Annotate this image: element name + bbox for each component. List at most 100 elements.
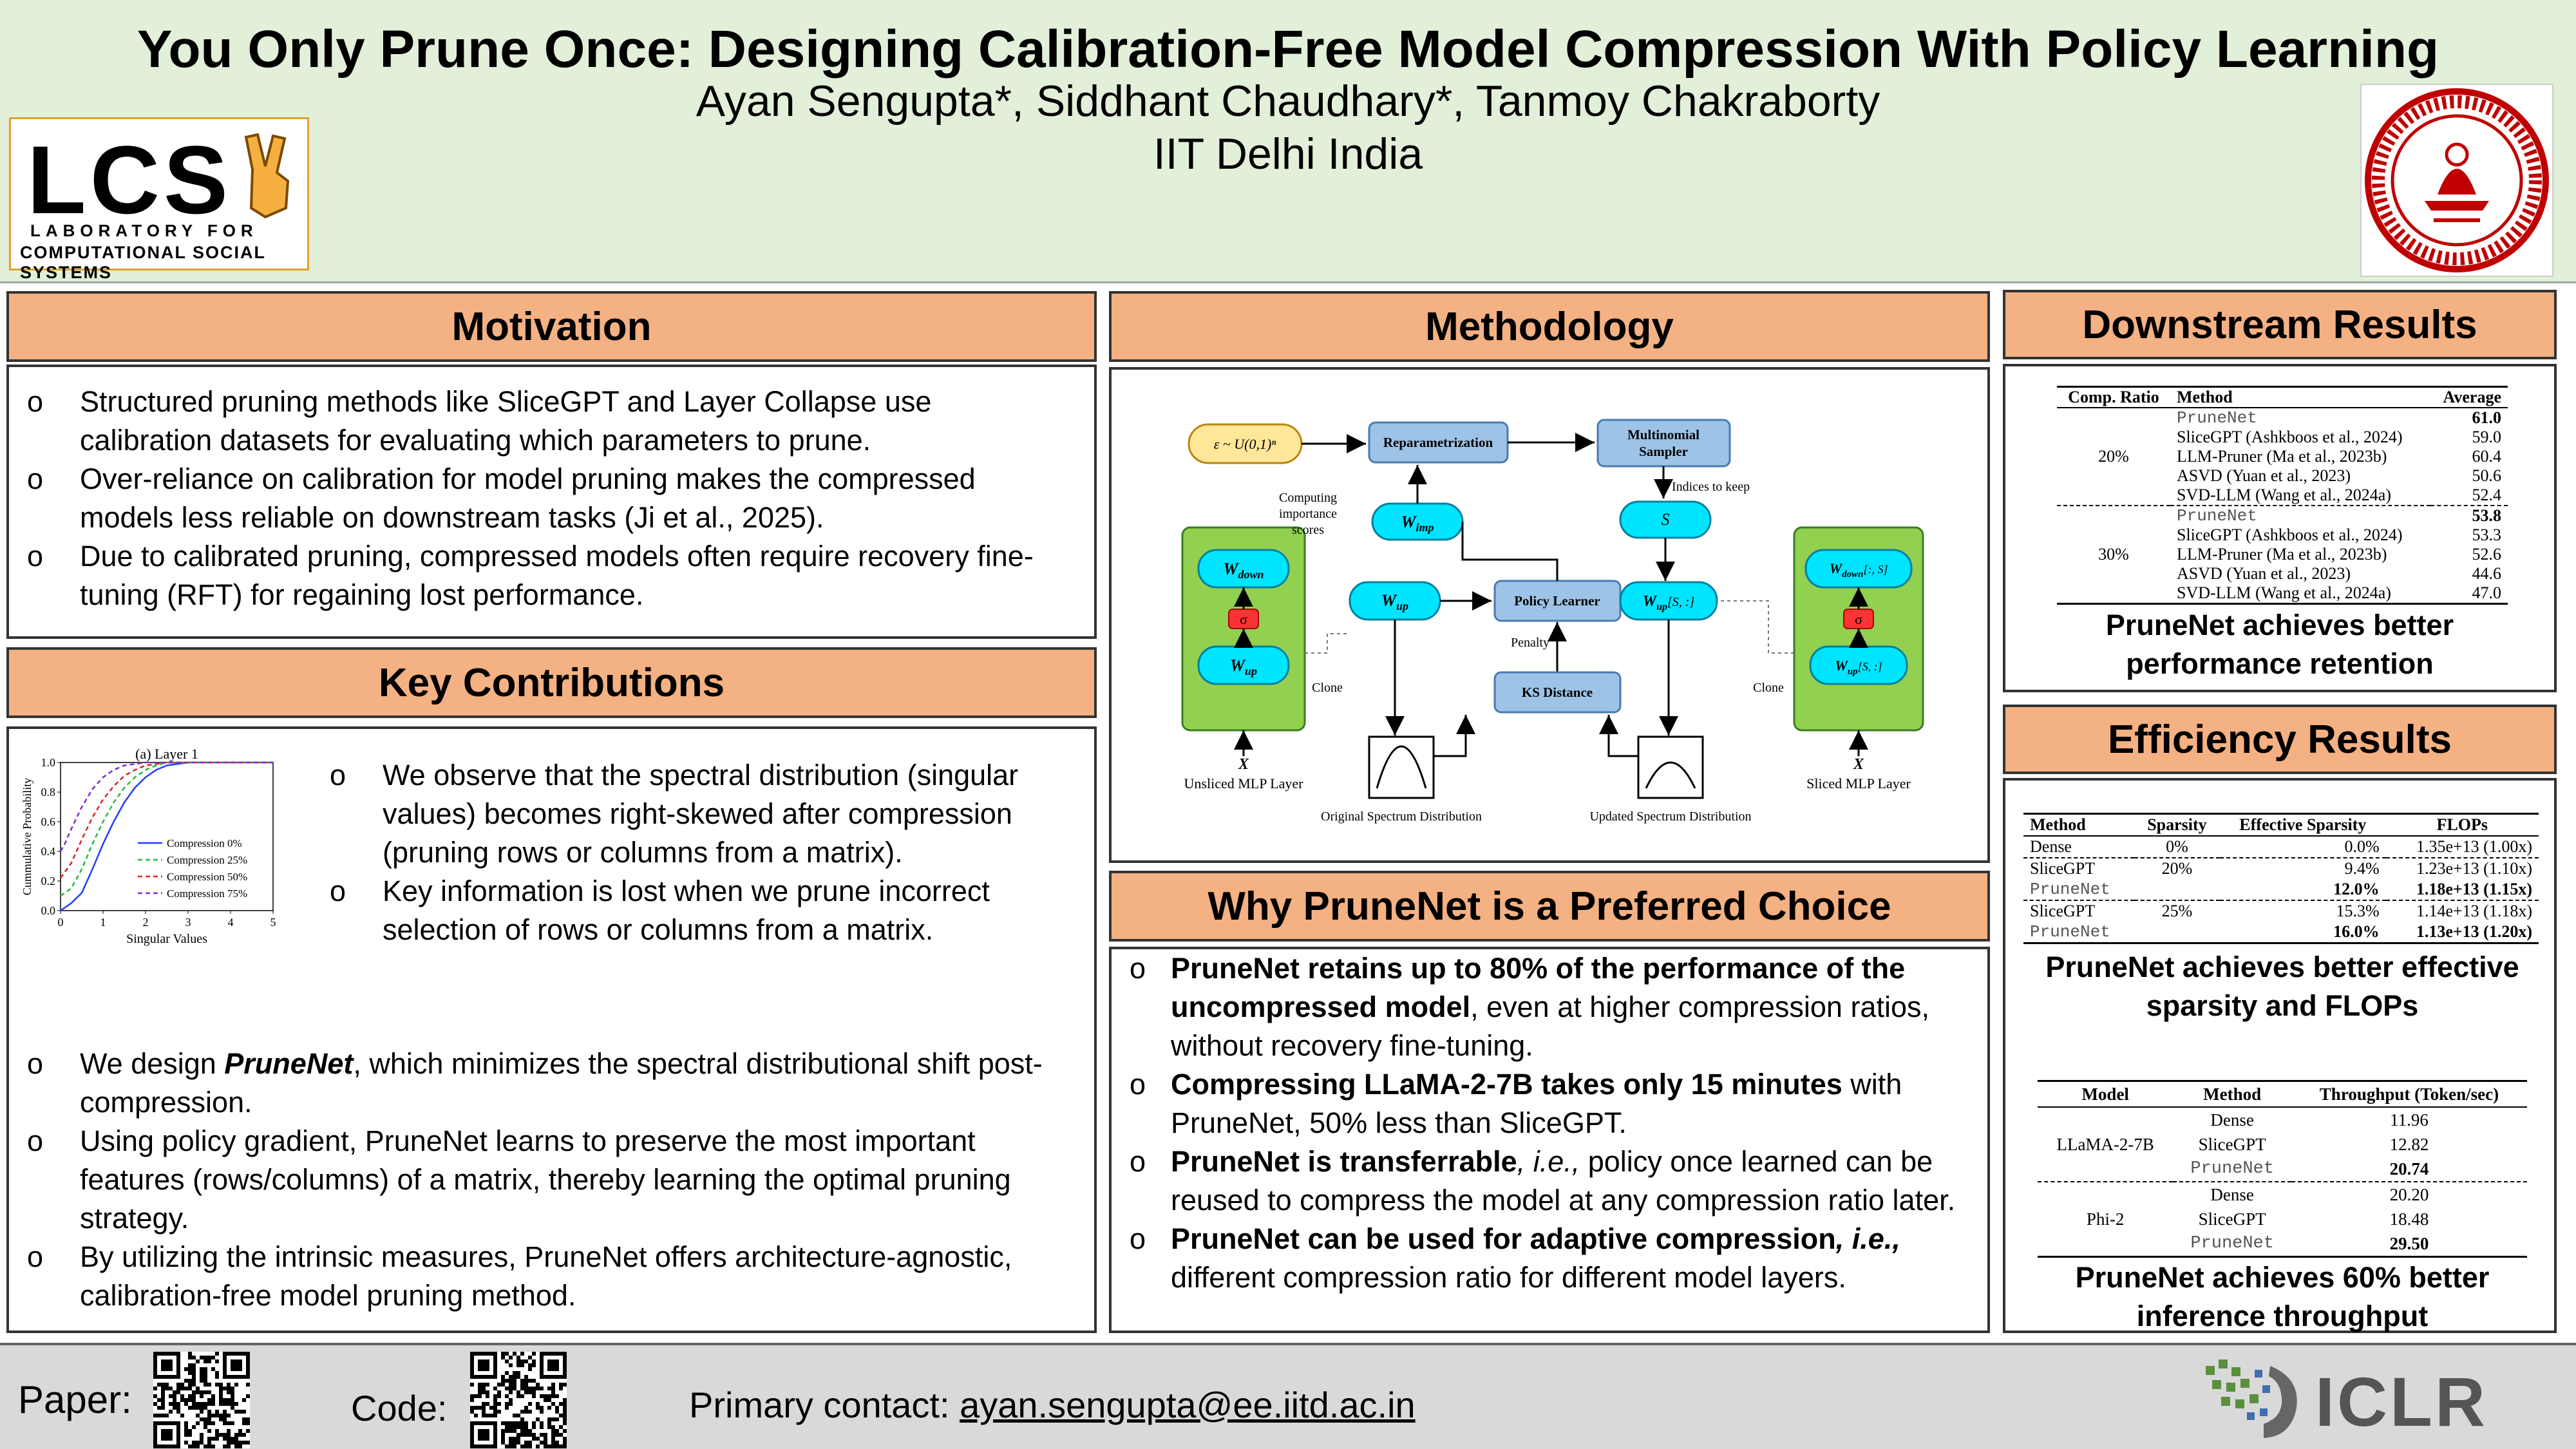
ks-distance-node (1493, 671, 1622, 714)
svg-text:Wup: Wup (1381, 591, 1408, 612)
contribution-bullet: By utilizing the intrinsic measures, Pru… (9, 1238, 1078, 1315)
svg-text:Wup[S, :]: Wup[S, :] (1835, 658, 1882, 677)
x-tick-label: 3 (185, 916, 191, 929)
chart-title: (a) Layer 1 (135, 746, 198, 762)
contact-email-link[interactable]: ayan.sengupta@ee.iitd.ac.in (960, 1385, 1416, 1425)
motivation-bullet: Over-reliance on calibration for model p… (9, 460, 1068, 537)
iclr-logo-mark-icon (2193, 1353, 2315, 1443)
poster-authors: Ayan Sengupta*, Siddhant Chaudhary*, Tan… (696, 77, 1880, 126)
downstream-row: SliceGPT (Ashkboos et al., 2024)59.0 (2177, 428, 2501, 446)
y-tick-label: 0.2 (41, 875, 56, 887)
series-line-2 (59, 761, 273, 879)
svg-text:Reparametrization: Reparametrization (1383, 435, 1493, 450)
y-axis-label: Cummulative Probability (22, 778, 33, 896)
svg-text:Sliced MLP Layer: Sliced MLP Layer (1806, 775, 1911, 791)
motivation-heading: Motivation (6, 291, 1097, 362)
svg-text:Multinomial: Multinomial (1627, 427, 1700, 442)
iclr-logo-text: ICLR (2315, 1363, 2488, 1441)
svg-text:Updated Spectrum Distribution: Updated Spectrum Distribution (1589, 810, 1751, 824)
header: You Only Prune Once: Designing Calibrati… (0, 0, 2576, 283)
svg-text:Wdown[:, S]: Wdown[:, S] (1830, 560, 1888, 580)
efficiency-panel: Method Sparsity Effective Sparsity FLOPs… (2003, 778, 2557, 1333)
x-tick-label: 1 (100, 916, 106, 929)
downstream-row: 30%LLM-Pruner (Ma et al., 2023b)52.6 (2098, 545, 2501, 564)
why-bullet: Compressing LLaMA-2-7B takes only 15 min… (1112, 1065, 1968, 1142)
legend-label: Compression 0% (167, 837, 242, 849)
why-bullet: PruneNet is transferrable, i.e., policy … (1112, 1142, 1968, 1220)
legend-label: Compression 25% (167, 854, 247, 866)
svg-text:Clone: Clone (1312, 681, 1343, 695)
svg-text:Indices to keep: Indices to keep (1672, 480, 1750, 494)
svg-text:Wimp: Wimp (1401, 513, 1434, 534)
svg-text:Wup[S, :]: Wup[S, :] (1643, 593, 1694, 612)
downstream-caption: PruneNet achieves better performance ret… (2105, 609, 2454, 680)
svg-text:Wup: Wup (1230, 656, 1257, 677)
legend-label: Compression 75% (167, 887, 247, 900)
contribution-bullet: We observe that the spectral distributio… (312, 756, 1078, 872)
motivation-bullet: Due to calibrated pruning, compressed mo… (9, 537, 1068, 614)
contributions-heading: Key Contributions (6, 647, 1097, 718)
methodology-heading: Methodology (1109, 291, 1990, 362)
y-tick-label: 1.0 (41, 756, 56, 769)
poster-affiliation: IIT Delhi India (1153, 129, 1423, 178)
downstream-row: SVD-LLM (Wang et al., 2024a)47.0 (2177, 583, 2501, 602)
svg-text:σ: σ (1240, 611, 1247, 627)
x-tick-label: 2 (143, 916, 149, 929)
x-axis-label: Singular Values (126, 932, 207, 946)
code-qr-code[interactable] (470, 1352, 567, 1448)
code-label: Code: (351, 1388, 448, 1428)
svg-text:X: X (1853, 756, 1864, 773)
y-tick-label: 0.4 (41, 845, 56, 858)
why-bullet: PruneNet can be used for adaptive compre… (1112, 1220, 1968, 1297)
svg-text:Clone: Clone (1753, 681, 1784, 695)
y-tick-label: 0.0 (41, 904, 56, 917)
downstream-row: ASVD (Yuan et al., 2023)44.6 (2177, 564, 2501, 583)
why-panel: PruneNet retains up to 80% of the perfor… (1109, 947, 1990, 1333)
svg-text:Original Spectrum Distribution: Original Spectrum Distribution (1321, 810, 1482, 824)
legend-label: Compression 50% (167, 871, 247, 883)
contribution-bullet-prunenet: We design PruneNet, which minimizes the … (9, 1045, 1078, 1122)
paper-qr-code[interactable] (153, 1352, 250, 1448)
updated-spectrum-box (1637, 735, 1704, 799)
motivation-bullet: Structured pruning methods like SliceGPT… (9, 383, 1068, 460)
iitd-logo (2360, 84, 2553, 277)
downstream-row: ASVD (Yuan et al., 2023)50.6 (2177, 466, 2501, 485)
motivation-panel: Structured pruning methods like SliceGPT… (6, 365, 1097, 639)
why-heading: Why PruneNet is a Preferred Choice (1109, 871, 1990, 942)
downstream-row: SVD-LLM (Wang et al., 2024a)52.4 (2177, 486, 2501, 504)
efficiency-table: Method Sparsity Effective Sparsity FLOPs… (2023, 813, 2539, 944)
series-line-3 (59, 761, 273, 852)
x-tick-label: 0 (58, 916, 64, 929)
svg-text:scores: scores (1292, 523, 1324, 537)
why-bullet: PruneNet retains up to 80% of the perfor… (1112, 949, 1968, 1065)
downstream-row: 20%LLM-Pruner (Ma et al., 2023b)60.4 (2098, 447, 2501, 466)
lcs-logo: LCS LABORATORY FOR COMPUTATIONAL SOCIAL … (9, 117, 309, 282)
victory-hand-icon (244, 133, 290, 219)
contribution-bullet: Using policy gradient, PruneNet learns t… (9, 1122, 1078, 1238)
downstream-row: SliceGPT (Ashkboos et al., 2024)53.3 (2177, 526, 2501, 544)
svg-text:X: X (1238, 756, 1249, 773)
svg-text:KS Distance: KS Distance (1522, 685, 1593, 700)
svg-text:importance: importance (1279, 507, 1337, 521)
downstream-heading: Downstream Results (2003, 290, 2557, 359)
paper-label: Paper: (18, 1378, 132, 1421)
y-tick-label: 0.8 (41, 786, 56, 799)
efficiency-caption: PruneNet achieves better effective spars… (2045, 951, 2519, 1022)
